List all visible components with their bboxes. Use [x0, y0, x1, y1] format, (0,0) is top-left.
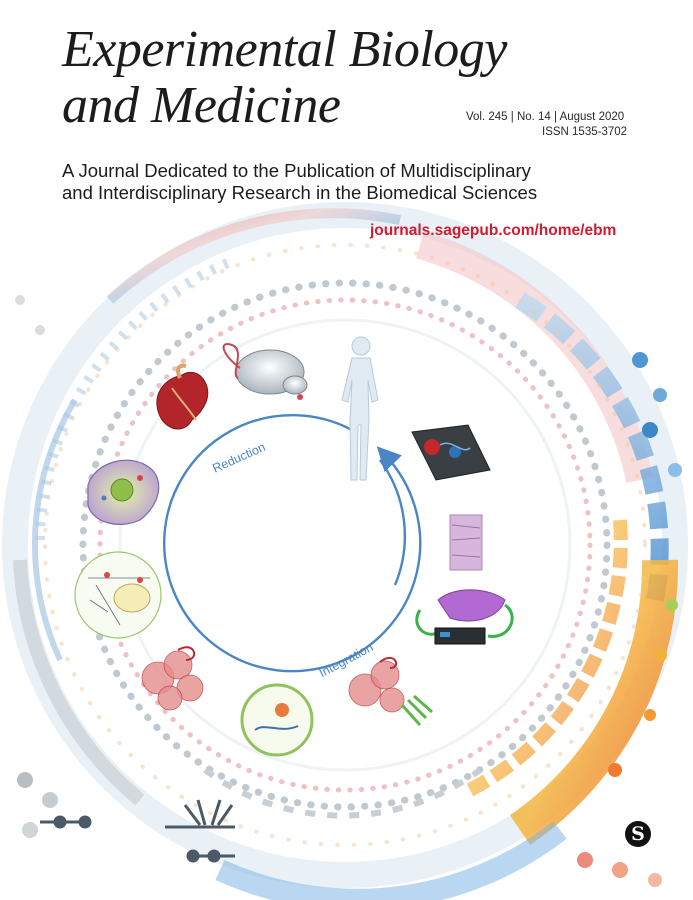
issn: ISSN 1535-3702: [542, 126, 628, 138]
subtitle-line1: A Journal Dedicated to the Publication o…: [62, 160, 531, 181]
cycle-diagram: Reduction Integration: [163, 414, 422, 680]
animal-pump-illustration: [415, 589, 514, 645]
reduction-label: Reduction: [210, 440, 267, 476]
sage-logo-icon: S: [625, 821, 651, 847]
journal-subtitle: A Journal Dedicated to the Publication o…: [62, 160, 682, 204]
tissue-section-illustration: [449, 514, 483, 571]
protein-structure-left: [141, 646, 204, 711]
dna-circle-illustration: [240, 683, 314, 757]
journal-title-line1: Experimental Biology: [62, 21, 507, 78]
subtitle-line2: and Interdisciplinary Research in the Bi…: [62, 182, 538, 203]
issue-line: Vol. 245 | No. 14 | August 2020: [466, 111, 625, 123]
heart-illustration: [156, 363, 209, 430]
protein-structure-right: [348, 656, 433, 727]
decorative-rings: [2, 202, 688, 900]
cell-illustration: [87, 459, 160, 525]
circuit-decoration: [40, 799, 235, 863]
journal-url-link[interactable]: journals.sagepub.com/home/ebm: [370, 222, 617, 239]
organ-chip-device-illustration: [411, 424, 491, 481]
bottom-dashes: [203, 767, 482, 819]
rat-illustration: [222, 343, 308, 400]
issue-info: Vol. 245 | No. 14 | August 2020 ISSN 153…: [466, 110, 666, 140]
journal-title-line2: and Medicine: [62, 77, 341, 134]
pathway-diagram-illustration: [74, 551, 162, 639]
human-figure-illustration: [341, 336, 379, 481]
journal-title: Experimental Biology and Medicine: [62, 22, 662, 134]
decorative-dots: [15, 295, 682, 887]
